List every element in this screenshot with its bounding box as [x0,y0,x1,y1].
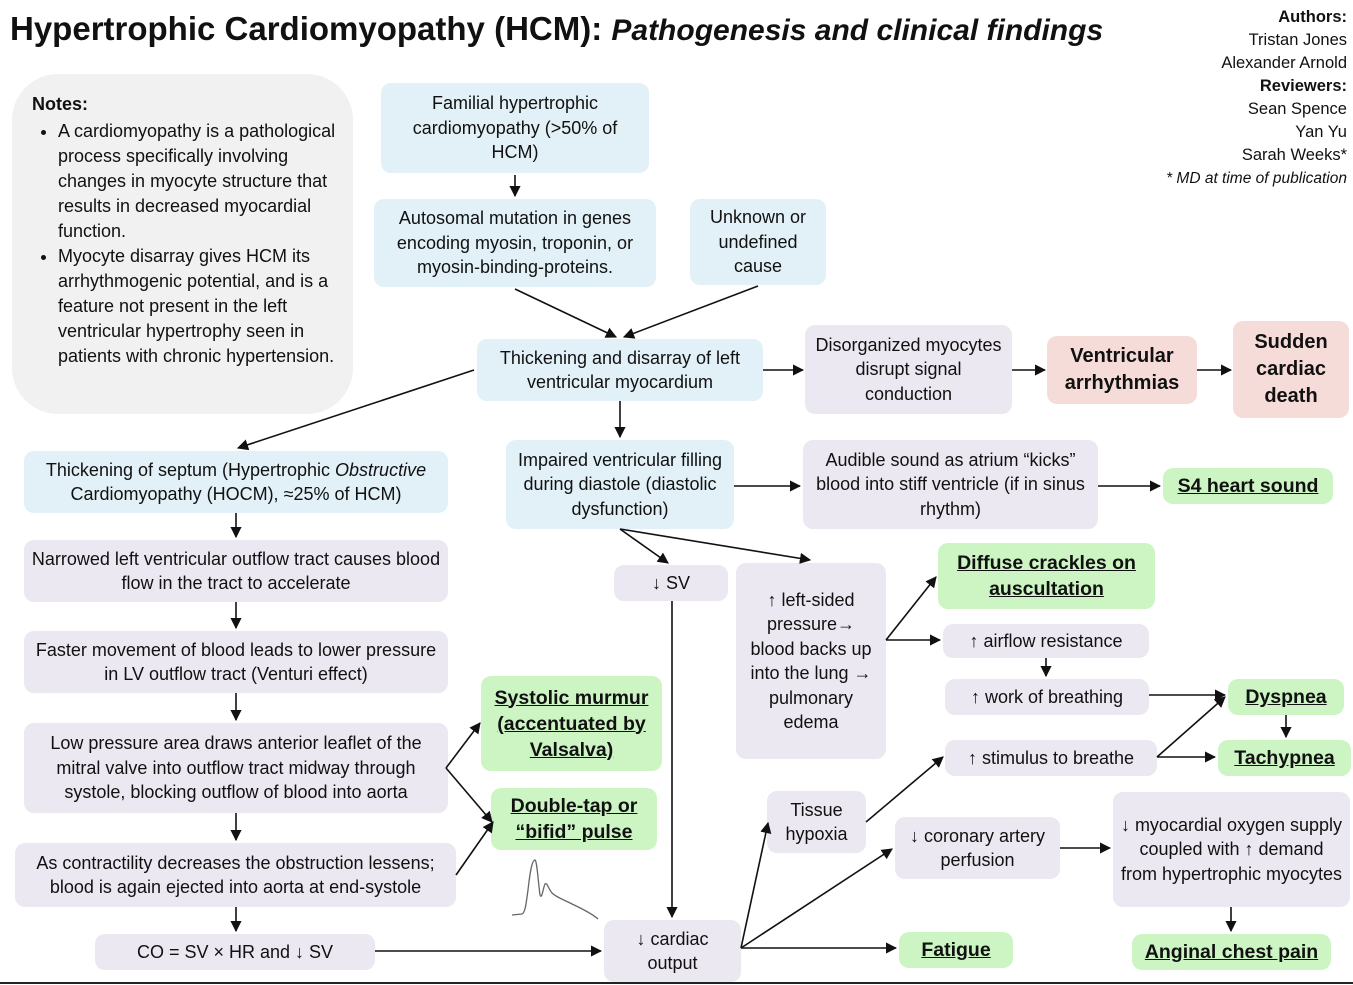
node-lv-thickening: Thickening and disarray of left ventricu… [477,339,763,401]
node-septum-thickening: Thickening of septum (Hypertrophic Obstr… [24,451,448,513]
reviewer-name: Yan Yu [1295,123,1347,141]
arrow [455,821,494,876]
arrow [445,722,481,769]
arrow [885,576,937,641]
arrow [740,848,893,949]
page-subtitle: Pathogenesis and clinical findings [611,14,1104,47]
finding-s4-heart-sound: S4 heart sound [1163,468,1333,504]
node-decreased-sv: ↓ SV [614,565,728,601]
arrow [619,528,812,564]
author-name: Tristan Jones [1248,31,1347,49]
node-sudden-cardiac-death: Sudden cardiac death [1233,321,1349,418]
reviewers-heading: Reviewers: [1259,77,1347,95]
node-stimulus-to-breathe: ↑ stimulus to breathe [945,740,1157,776]
node-work-of-breathing: ↑ work of breathing [945,679,1149,715]
node-impaired-filling: Impaired ventricular filling during dias… [506,440,734,529]
node-pulmonary-edema: ↑ left-sided pressure→ blood backs up in… [736,563,886,759]
authors-heading: Authors: [1278,8,1347,26]
node-myocardial-oxygen: ↓ myocardial oxygen supply coupled with … [1113,792,1350,907]
notes-list: A cardiomyopathy is a pathological proce… [32,119,337,369]
node-ventricular-arrhythmias: Ventricular arrhythmias [1047,336,1197,404]
arrow [740,821,772,949]
node-airflow-resistance: ↑ airflow resistance [943,624,1149,658]
bifid-pulse-waveform-icon [511,859,599,920]
notes-panel: Notes: A cardiomyopathy is a pathologica… [12,74,353,414]
arrow [236,369,475,451]
node-mitral-leaflet: Low pressure area draws anterior leaflet… [24,723,448,813]
node-coronary-perfusion: ↓ coronary artery perfusion [895,817,1060,879]
finding-fatigue: Fatigue [899,932,1013,968]
arrow [622,285,759,339]
node-co-formula: CO = SV × HR and ↓ SV [95,934,375,970]
finding-anginal-chest-pain: Anginal chest pain [1132,934,1331,970]
node-disorganized-myocytes: Disorganized myocytes disrupt signal con… [805,325,1012,414]
author-name: Alexander Arnold [1221,54,1347,72]
page-title: Hypertrophic Cardiomyopathy (HCM): Patho… [10,10,1104,47]
node-narrowed-lvot: Narrowed left ventricular outflow tract … [24,540,448,602]
reviewer-name: Sean Spence [1247,100,1347,118]
notes-heading: Notes: [32,94,89,114]
arrow [514,288,618,338]
note-item: Myocyte disarray gives HCM its arrhythmo… [58,244,337,369]
reviewer-name: Sarah Weeks* [1241,146,1347,164]
arrow [1156,696,1226,758]
credits: Authors: Tristan Jones Alexander Arnold … [1087,6,1347,190]
finding-tachypnea: Tachypnea [1218,740,1351,776]
node-autosomal-mutation: Autosomal mutation in genes encoding myo… [374,199,656,287]
node-cardiac-output: ↓ cardiac output [604,920,741,982]
node-venturi-effect: Faster movement of blood leads to lower … [24,631,448,693]
credits-footnote: * MD at time of publication [1166,170,1347,187]
finding-bifid-pulse: Double-tap or “bifid” pulse [491,788,657,850]
node-tissue-hypoxia: Tissue hypoxia [767,791,866,853]
finding-dyspnea: Dyspnea [1228,679,1344,715]
finding-systolic-murmur: Systolic murmur (accentuated by Valsalva… [481,676,662,771]
finding-diffuse-crackles: Diffuse crackles on auscultation [938,543,1155,609]
note-item: A cardiomyopathy is a pathological proce… [58,119,337,244]
arrow [865,756,944,823]
node-familial-hcm: Familial hypertrophic cardiomyopathy (>5… [381,83,649,173]
node-atrial-kick: Audible sound as atrium “kicks” blood in… [803,440,1098,529]
node-obstruction-lessens: As contractility decreases the obstructi… [15,843,456,907]
page-bottom-rule [0,982,1353,984]
arrow [619,528,669,564]
arrow [445,767,493,823]
node-unknown-cause: Unknown or undefined cause [690,199,826,285]
